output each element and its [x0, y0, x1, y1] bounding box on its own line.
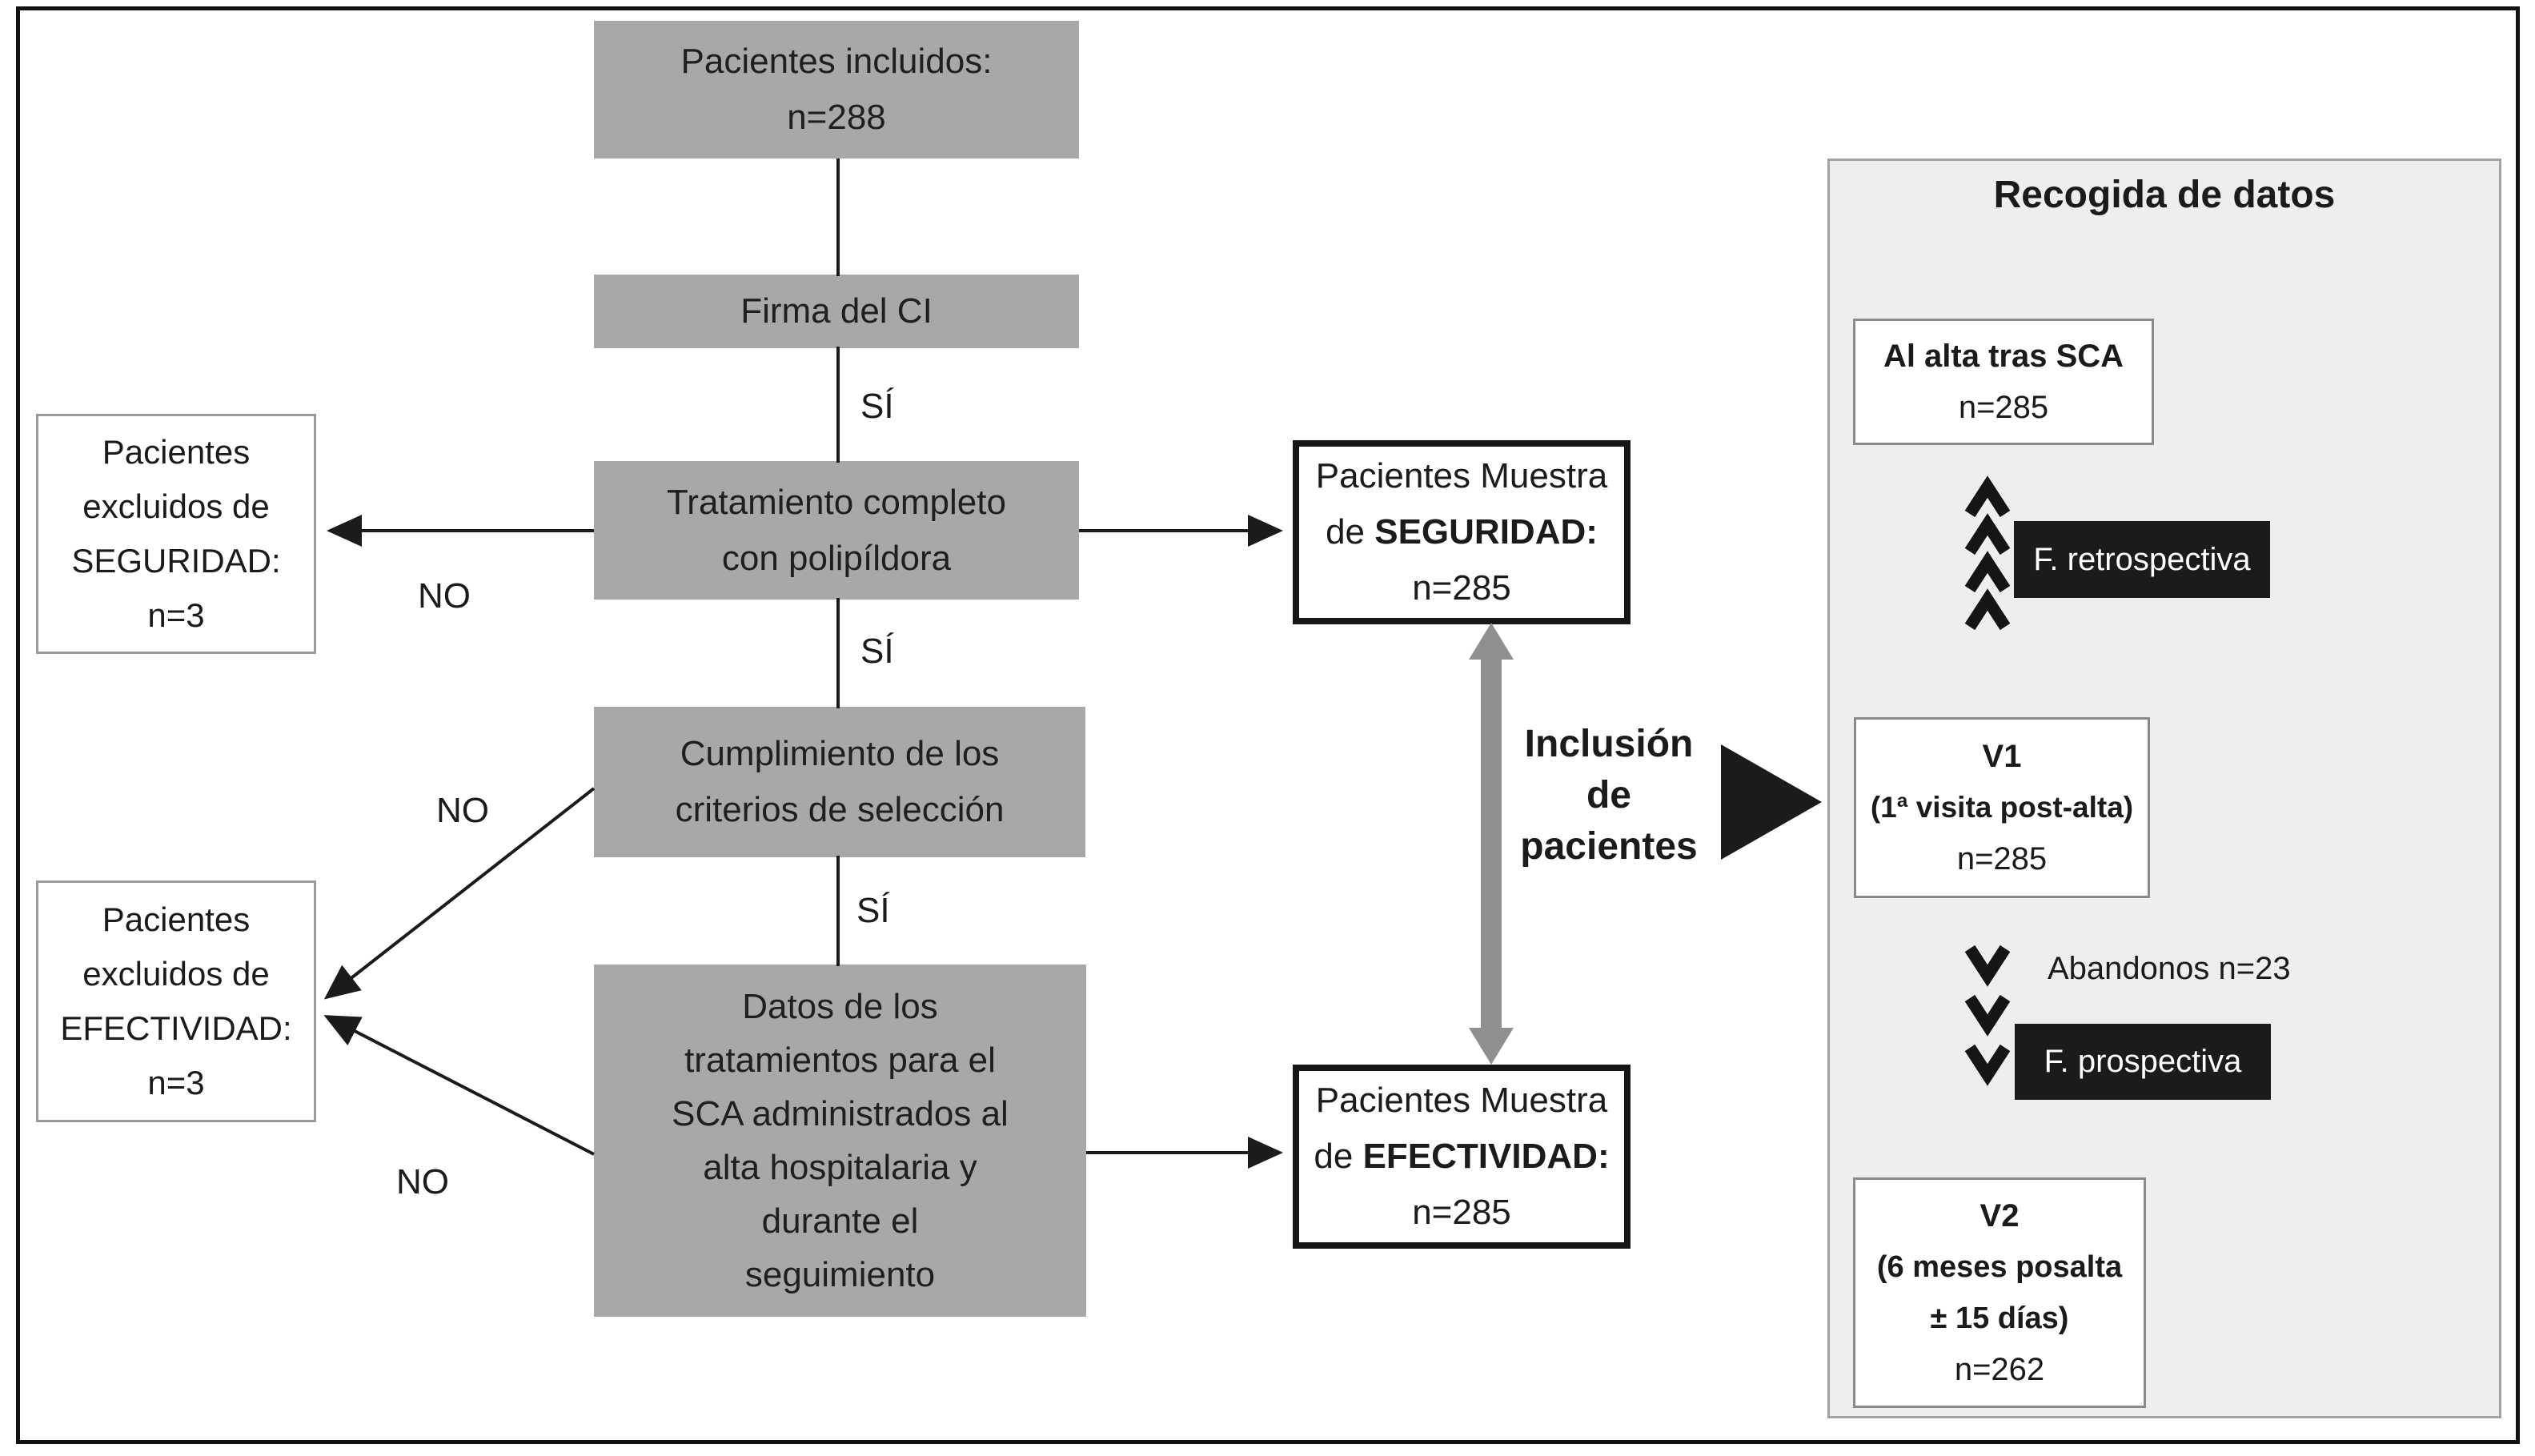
no-label-1: NO — [418, 576, 471, 616]
datos-line: seguimiento — [744, 1255, 936, 1294]
inclusion-line3: pacientes — [1520, 825, 1698, 868]
inclusion-callout: Inclusión de pacientes — [1503, 719, 1715, 872]
cumplimiento-line1: Cumplimiento de los — [680, 734, 1000, 773]
excl-seg-line: SEGURIDAD: — [71, 542, 281, 580]
v2-sublabel-2: ± 15 días) — [1930, 1302, 2069, 1335]
si-label-3: SÍ — [856, 891, 890, 930]
muestra-efe-line2-bold: EFECTIVIDAD — [1362, 1137, 1598, 1176]
panel-title: Recogida de datos — [1993, 174, 2336, 216]
muestra-efe-count: n=285 — [1412, 1193, 1511, 1232]
datos-line: tratamientos para el — [684, 1041, 996, 1080]
tratamiento-box: Tratamiento completo con polipíldora — [594, 461, 1079, 600]
firma-ci-label: Firma del CI — [740, 291, 933, 331]
datos-line: durante el — [761, 1201, 919, 1241]
muestra-efe-line1: Pacientes Muestra — [1315, 1081, 1608, 1120]
retrospective-phase-box: F. retrospectiva — [2014, 521, 2270, 598]
no-label-2: NO — [436, 791, 489, 830]
incluidos-line1: Pacientes incluidos: — [680, 42, 993, 81]
inclusion-line2: de — [1586, 774, 1631, 816]
al-alta-count: n=285 — [1958, 390, 2049, 425]
tratamiento-line2: con polipíldora — [721, 538, 952, 578]
si-label-1: SÍ — [860, 387, 894, 426]
v2-count: n=262 — [1954, 1352, 2045, 1387]
data-collection-panel: Recogida de datos Al alta tras SCA n=285… — [1827, 158, 2501, 1418]
si-label-2: SÍ — [860, 632, 894, 671]
datos-line: alta hospitalaria y — [703, 1148, 977, 1187]
figure-border — [16, 6, 2520, 1444]
al-alta-box: Al alta tras SCA n=285 — [1853, 319, 2154, 445]
v1-count: n=285 — [1956, 841, 2048, 876]
excl-efe-count: n=3 — [147, 1064, 205, 1101]
excl-efe-line: EFECTIVIDAD: — [60, 1009, 292, 1047]
cumplimiento-line2: criterios de selección — [675, 790, 1005, 829]
muestra-seg-line2-post: : — [1586, 512, 1598, 552]
excl-seg-count: n=3 — [147, 596, 205, 634]
incluidos-count: n=288 — [787, 98, 886, 137]
prospective-phase-label: F. prospectiva — [2044, 1044, 2242, 1079]
muestra-efe-line2-post: : — [1597, 1137, 1610, 1176]
cumplimiento-box: Cumplimiento de los criterios de selecci… — [594, 707, 1085, 857]
v2-box: V2 (6 meses posalta ± 15 días) n=262 — [1853, 1177, 2146, 1408]
muestra-efe-line2: de EFECTIVIDAD: — [1299, 1129, 1624, 1185]
excl-efe-line: Pacientes — [102, 900, 251, 938]
prospective-phase-box: F. prospectiva — [2015, 1024, 2271, 1100]
v1-box: V1 (1ª visita post-alta) n=285 — [1854, 717, 2150, 898]
datos-line: Datos de los — [742, 987, 938, 1026]
incluidos-box: Pacientes incluidos: n=288 — [594, 21, 1079, 158]
excl-seg-line: Pacientes — [102, 433, 251, 471]
firma-ci-box: Firma del CI — [594, 275, 1079, 348]
excl-efe-line: excluidos de — [82, 955, 270, 993]
excl-seg-line: excluidos de — [82, 487, 270, 525]
muestra-seguridad-box: Pacientes Muestra de SEGURIDAD: n=285 — [1293, 440, 1631, 624]
v1-sublabel: (1ª visita post-alta) — [1870, 791, 2134, 824]
muestra-seg-line2-pre: de — [1326, 512, 1375, 552]
v2-label: V2 — [1979, 1198, 2020, 1233]
no-label-3: NO — [396, 1162, 449, 1201]
excluidos-seguridad-box: Pacientes excluidos de SEGURIDAD: n=3 — [36, 414, 316, 654]
v2-sublabel-1: (6 meses posalta — [1876, 1250, 2123, 1284]
al-alta-label: Al alta tras SCA — [1883, 339, 2124, 374]
muestra-seg-line1: Pacientes Muestra — [1315, 456, 1608, 495]
muestra-efectividad-box: Pacientes Muestra de EFECTIVIDAD: n=285 — [1293, 1065, 1631, 1249]
datos-box: Datos de los tratamientos para el SCA ad… — [594, 965, 1086, 1317]
retrospective-phase-label: F. retrospectiva — [2033, 541, 2251, 577]
muestra-seg-line2-bold: SEGURIDAD — [1374, 512, 1586, 552]
excluidos-efectividad-box: Pacientes excluidos de EFECTIVIDAD: n=3 — [36, 880, 316, 1122]
muestra-seg-count: n=285 — [1412, 568, 1511, 608]
datos-line: SCA administrados al — [672, 1094, 1009, 1133]
muestra-seg-line2: de SEGURIDAD: — [1299, 504, 1624, 560]
abandonos-label: Abandonos n=23 — [2048, 951, 2291, 986]
tratamiento-line1: Tratamiento completo — [667, 482, 1006, 522]
muestra-efe-line2-pre: de — [1314, 1137, 1363, 1176]
inclusion-line1: Inclusión — [1524, 723, 1694, 765]
v1-label: V1 — [1982, 739, 2022, 774]
